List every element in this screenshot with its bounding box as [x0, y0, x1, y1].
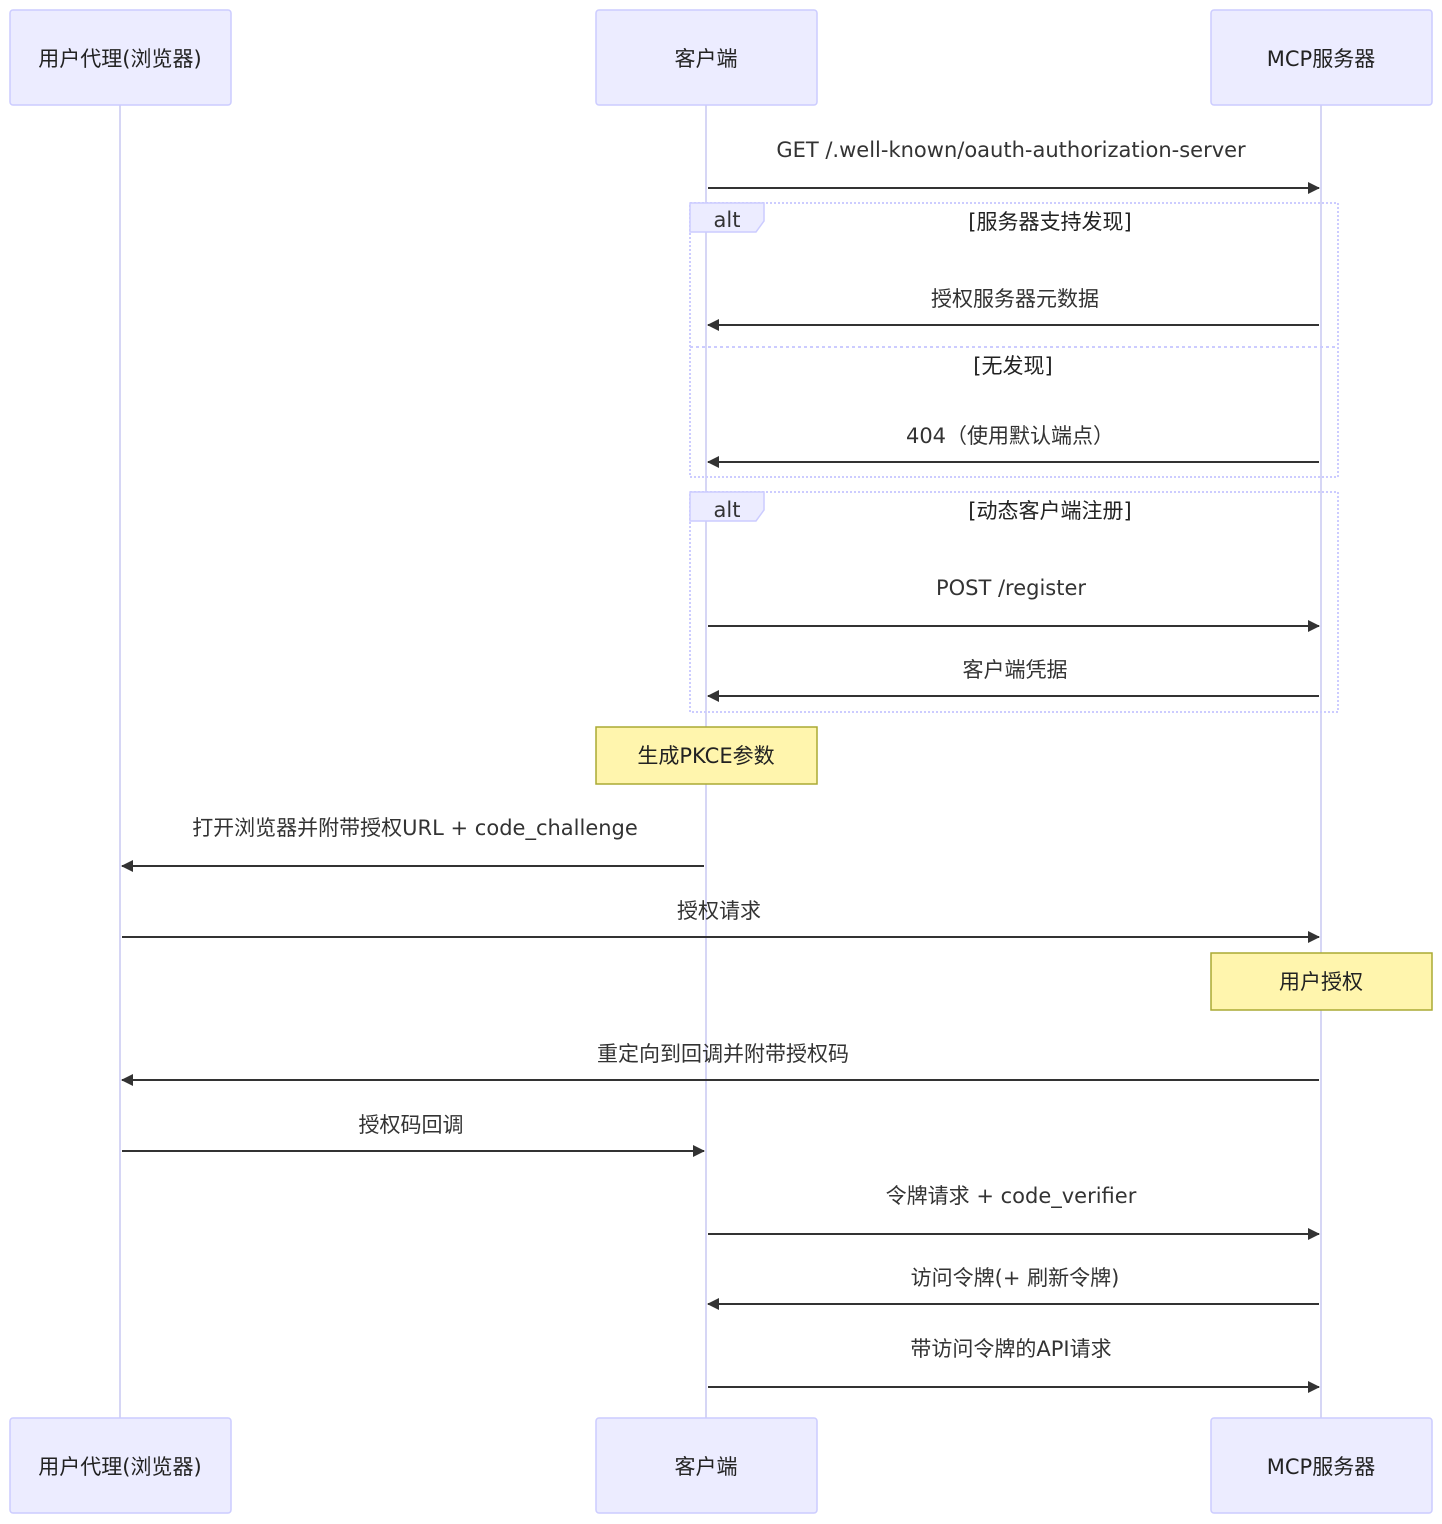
message-label: 重定向到回调并附带授权码 [597, 1042, 849, 1066]
actors-bottom: 用户代理(浏览器) 客户端 MCP服务器 [9, 1417, 1433, 1514]
actor-box [595, 1417, 818, 1514]
message-open-browser: 打开浏览器并附带授权URL + code_challenge [121, 816, 704, 872]
message-label: 授权服务器元数据 [931, 287, 1099, 311]
note-box [595, 726, 818, 785]
note-label: 生成PKCE参数 [637, 744, 774, 768]
alt-frame-tag [689, 491, 765, 522]
alt-frame-discovery: alt [服务器支持发现] [无发现] [689, 202, 1339, 478]
message-404-response: 404（使用默认端点） [707, 424, 1319, 468]
note-generate-pkce: 生成PKCE参数 [595, 726, 818, 785]
message-label: GET /.well-known/oauth-authorization-ser… [776, 138, 1246, 162]
message-label: 带访问令牌的API请求 [910, 1337, 1111, 1361]
alt-frame-box [689, 491, 1339, 713]
actor-client: 客户端 [595, 9, 818, 106]
actor-box [1210, 9, 1433, 106]
alt-frame-box [689, 202, 1339, 478]
actor-label: MCP服务器 [1267, 1455, 1375, 1479]
note-label: 用户授权 [1279, 970, 1363, 994]
message-client-credentials: 客户端凭据 [707, 658, 1319, 702]
alt-condition-registration: [动态客户端注册] [968, 499, 1131, 523]
message-metadata-response: 授权服务器元数据 [707, 287, 1319, 331]
message-label: 授权请求 [677, 899, 761, 923]
message-redirect-callback: 重定向到回调并附带授权码 [121, 1042, 1319, 1086]
message-label: 授权码回调 [359, 1113, 464, 1137]
actor-browser-bottom: 用户代理(浏览器) [9, 1417, 232, 1514]
alt-condition-no-discovery: [无发现] [973, 354, 1052, 378]
alt-frame-tag [689, 202, 765, 233]
message-label: 404（使用默认端点） [906, 424, 1114, 448]
actor-box [1210, 1417, 1433, 1514]
actor-box [595, 9, 818, 106]
alt-condition-discovery: [服务器支持发现] [968, 210, 1131, 234]
actor-box [9, 1417, 232, 1514]
note-box [1210, 952, 1433, 1011]
actor-label: 客户端 [675, 1455, 738, 1479]
message-label: POST /register [936, 576, 1086, 600]
message-label: 访问令牌(+ 刷新令牌) [911, 1266, 1120, 1290]
alt-frame-registration: alt [动态客户端注册] [689, 491, 1339, 713]
message-label: 打开浏览器并附带授权URL + code_challenge [192, 816, 638, 841]
actor-label: MCP服务器 [1267, 47, 1375, 71]
message-api-request: 带访问令牌的API请求 [708, 1337, 1320, 1393]
message-authorization-request: 授权请求 [122, 899, 1320, 943]
actor-browser: 用户代理(浏览器) [9, 9, 232, 106]
messages: GET /.well-known/oauth-authorization-ser… [121, 138, 1320, 1393]
alt-keyword: alt [714, 498, 741, 522]
actor-server-bottom: MCP服务器 [1210, 1417, 1433, 1514]
message-token-request: 令牌请求 + code_verifier [708, 1184, 1320, 1240]
message-label: 令牌请求 + code_verifier [886, 1184, 1137, 1209]
message-label: 客户端凭据 [963, 658, 1068, 682]
actor-box [9, 9, 232, 106]
message-register-request: POST /register [708, 576, 1320, 632]
actors-top: 用户代理(浏览器) 客户端 MCP服务器 [9, 9, 1433, 106]
message-discovery-request: GET /.well-known/oauth-authorization-ser… [708, 138, 1320, 194]
note-user-authorization: 用户授权 [1210, 952, 1433, 1011]
actor-label: 用户代理(浏览器) [38, 47, 201, 71]
actor-label: 客户端 [675, 47, 738, 71]
actor-client-bottom: 客户端 [595, 1417, 818, 1514]
alt-keyword: alt [714, 208, 741, 232]
message-token-response: 访问令牌(+ 刷新令牌) [707, 1266, 1319, 1310]
actor-label: 用户代理(浏览器) [38, 1455, 201, 1479]
actor-server: MCP服务器 [1210, 9, 1433, 106]
message-code-callback: 授权码回调 [122, 1113, 705, 1157]
